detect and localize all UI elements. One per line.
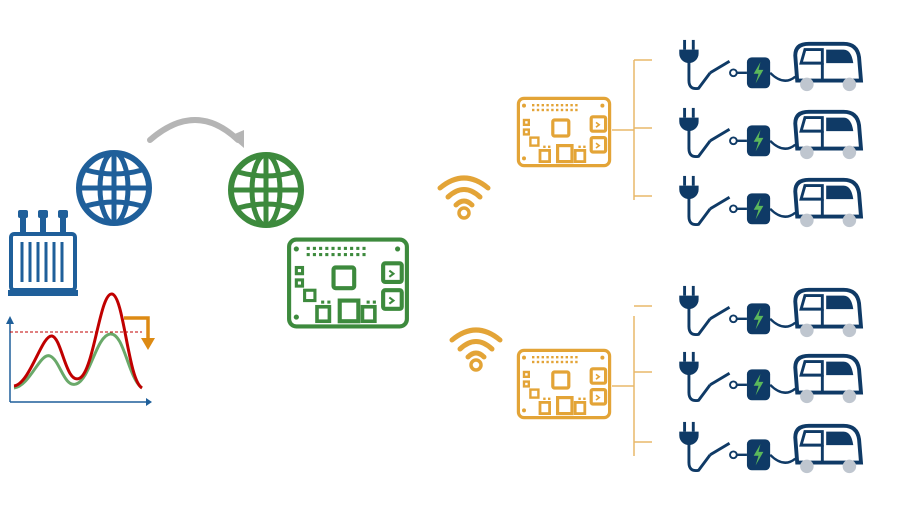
sync-arrowhead [230,130,244,148]
group-bottom [516,284,863,476]
sync-arrow [147,117,241,143]
shaved-load-curve [13,332,144,390]
globe-icon [79,153,149,223]
station-row [677,350,863,406]
charging-station [677,350,863,406]
globe-icon [231,155,301,225]
chart-x-arrowhead [146,398,152,406]
station-row [677,38,863,94]
transformer-icon [8,208,78,298]
circuit-board-icon [516,96,612,168]
peak-load-curve [13,292,144,390]
reduction-arrowhead [141,338,155,350]
charging-station [677,174,863,230]
circuit-board-icon [289,240,407,327]
load-curve-icon [6,292,155,406]
station-row [677,420,863,476]
wifi-icon [452,330,500,370]
charging-station [677,106,863,162]
station-row [677,106,863,162]
charging-station [677,38,863,94]
charging-station [677,420,863,476]
wifi-icon [440,178,488,218]
charging-station [677,284,863,340]
station-row [677,174,863,230]
circuit-board-icon [516,348,612,420]
station-row [677,284,863,340]
chart-y-arrowhead [6,316,14,324]
reduction-arrow [124,316,150,340]
group-top [516,38,863,230]
